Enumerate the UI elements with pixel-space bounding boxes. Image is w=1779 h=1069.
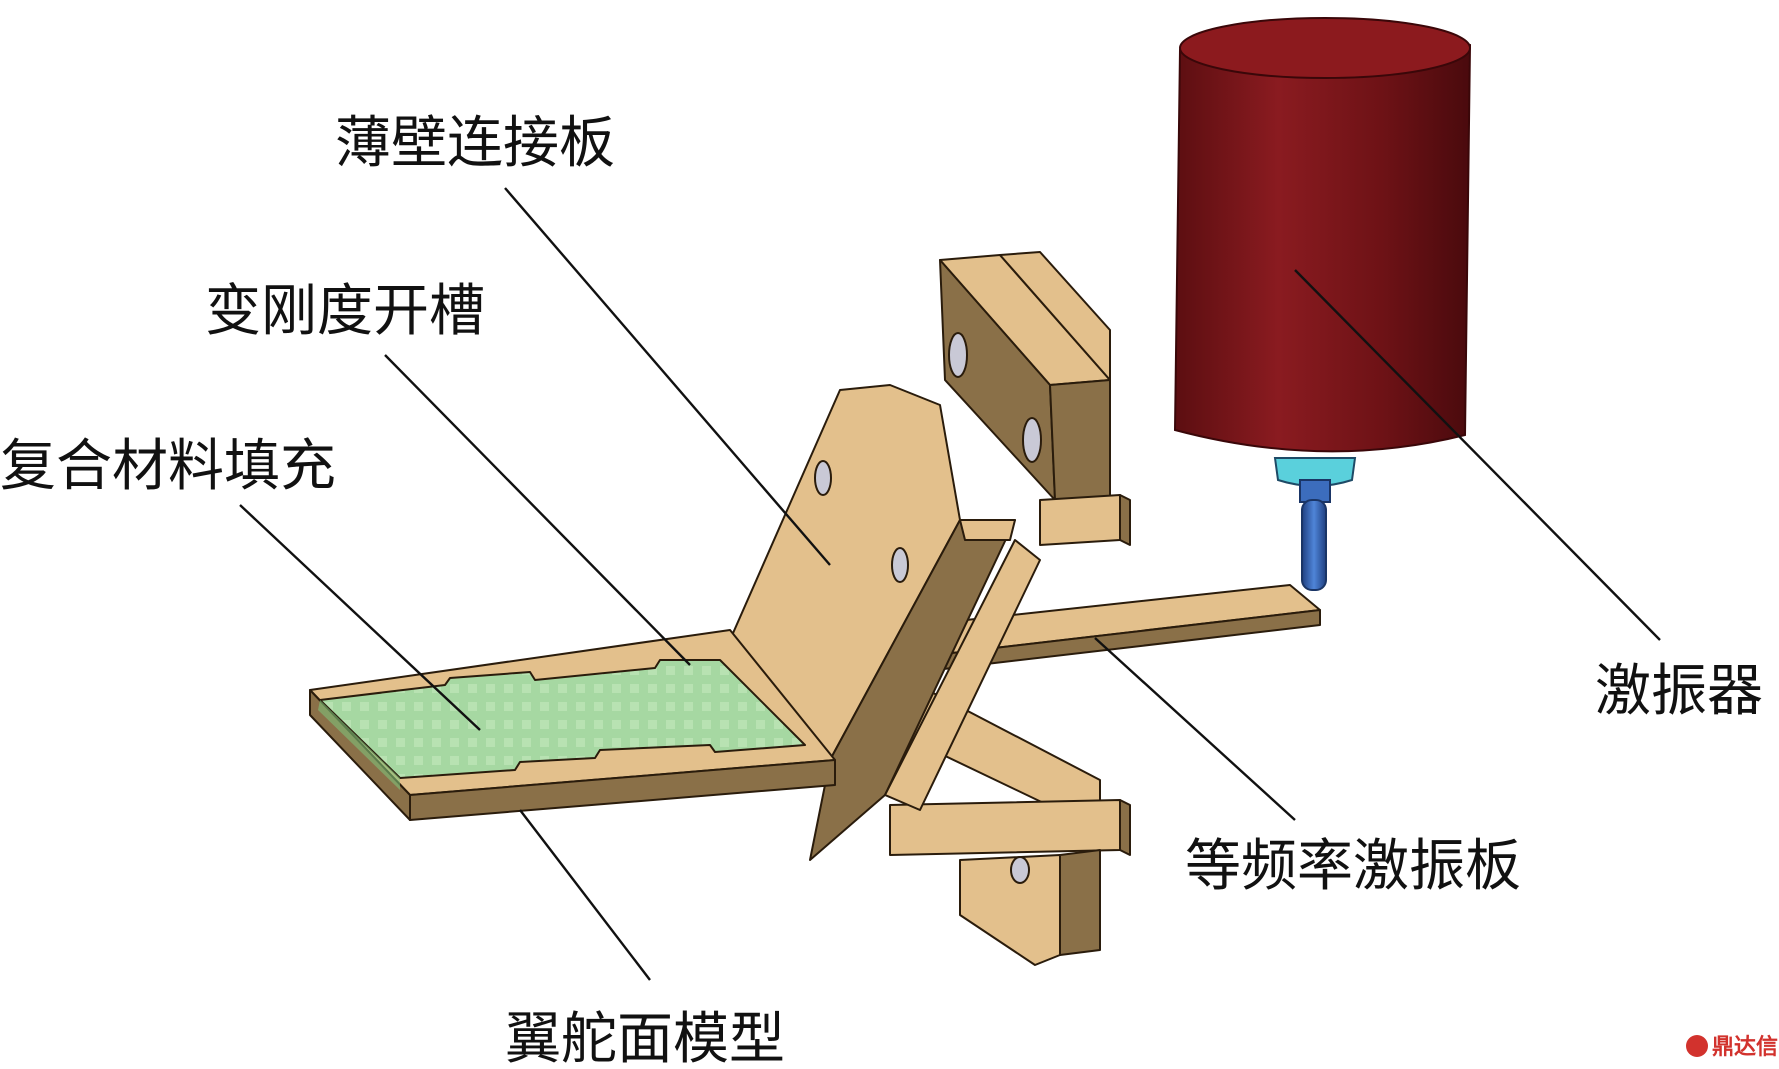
bolt-hole-icon bbox=[891, 547, 909, 583]
exciter-device bbox=[1173, 17, 1472, 591]
leader-thin-wall-plate bbox=[504, 187, 831, 566]
label-variable-stiffness-slot: 变刚度开槽 bbox=[205, 279, 485, 344]
label-composite-filling: 复合材料填充 bbox=[0, 434, 336, 499]
composite-filling bbox=[318, 659, 806, 790]
bolt-hole-icon bbox=[1010, 856, 1030, 884]
label-exciter-plate: 等频率激振板 bbox=[1185, 834, 1521, 899]
bolt-hole-icon bbox=[1022, 417, 1042, 463]
label-exciter: 激振器 bbox=[1595, 659, 1763, 724]
leader-rudder-surface bbox=[519, 809, 651, 981]
bolt-hole-icon bbox=[948, 332, 968, 378]
watermark-text: 鼎达信 bbox=[1712, 1034, 1778, 1060]
bolt-hole-icon bbox=[814, 460, 832, 496]
label-thin-wall-plate: 薄壁连接板 bbox=[335, 111, 615, 176]
leader-exciter-plate bbox=[1094, 637, 1296, 821]
label-rudder-surface-model: 翼舵面模型 bbox=[505, 1007, 785, 1069]
leader-composite-filling bbox=[239, 504, 481, 731]
upper-mounting-block bbox=[939, 251, 1131, 546]
leader-exciter bbox=[1294, 269, 1661, 641]
thin-wall-connecting-plate bbox=[729, 384, 1041, 861]
watermark-logo-icon bbox=[1686, 1035, 1708, 1057]
leader-lines bbox=[239, 187, 1661, 981]
leader-variable-stiffness-slot bbox=[384, 354, 691, 666]
watermark: 鼎达信 bbox=[1686, 1034, 1778, 1060]
